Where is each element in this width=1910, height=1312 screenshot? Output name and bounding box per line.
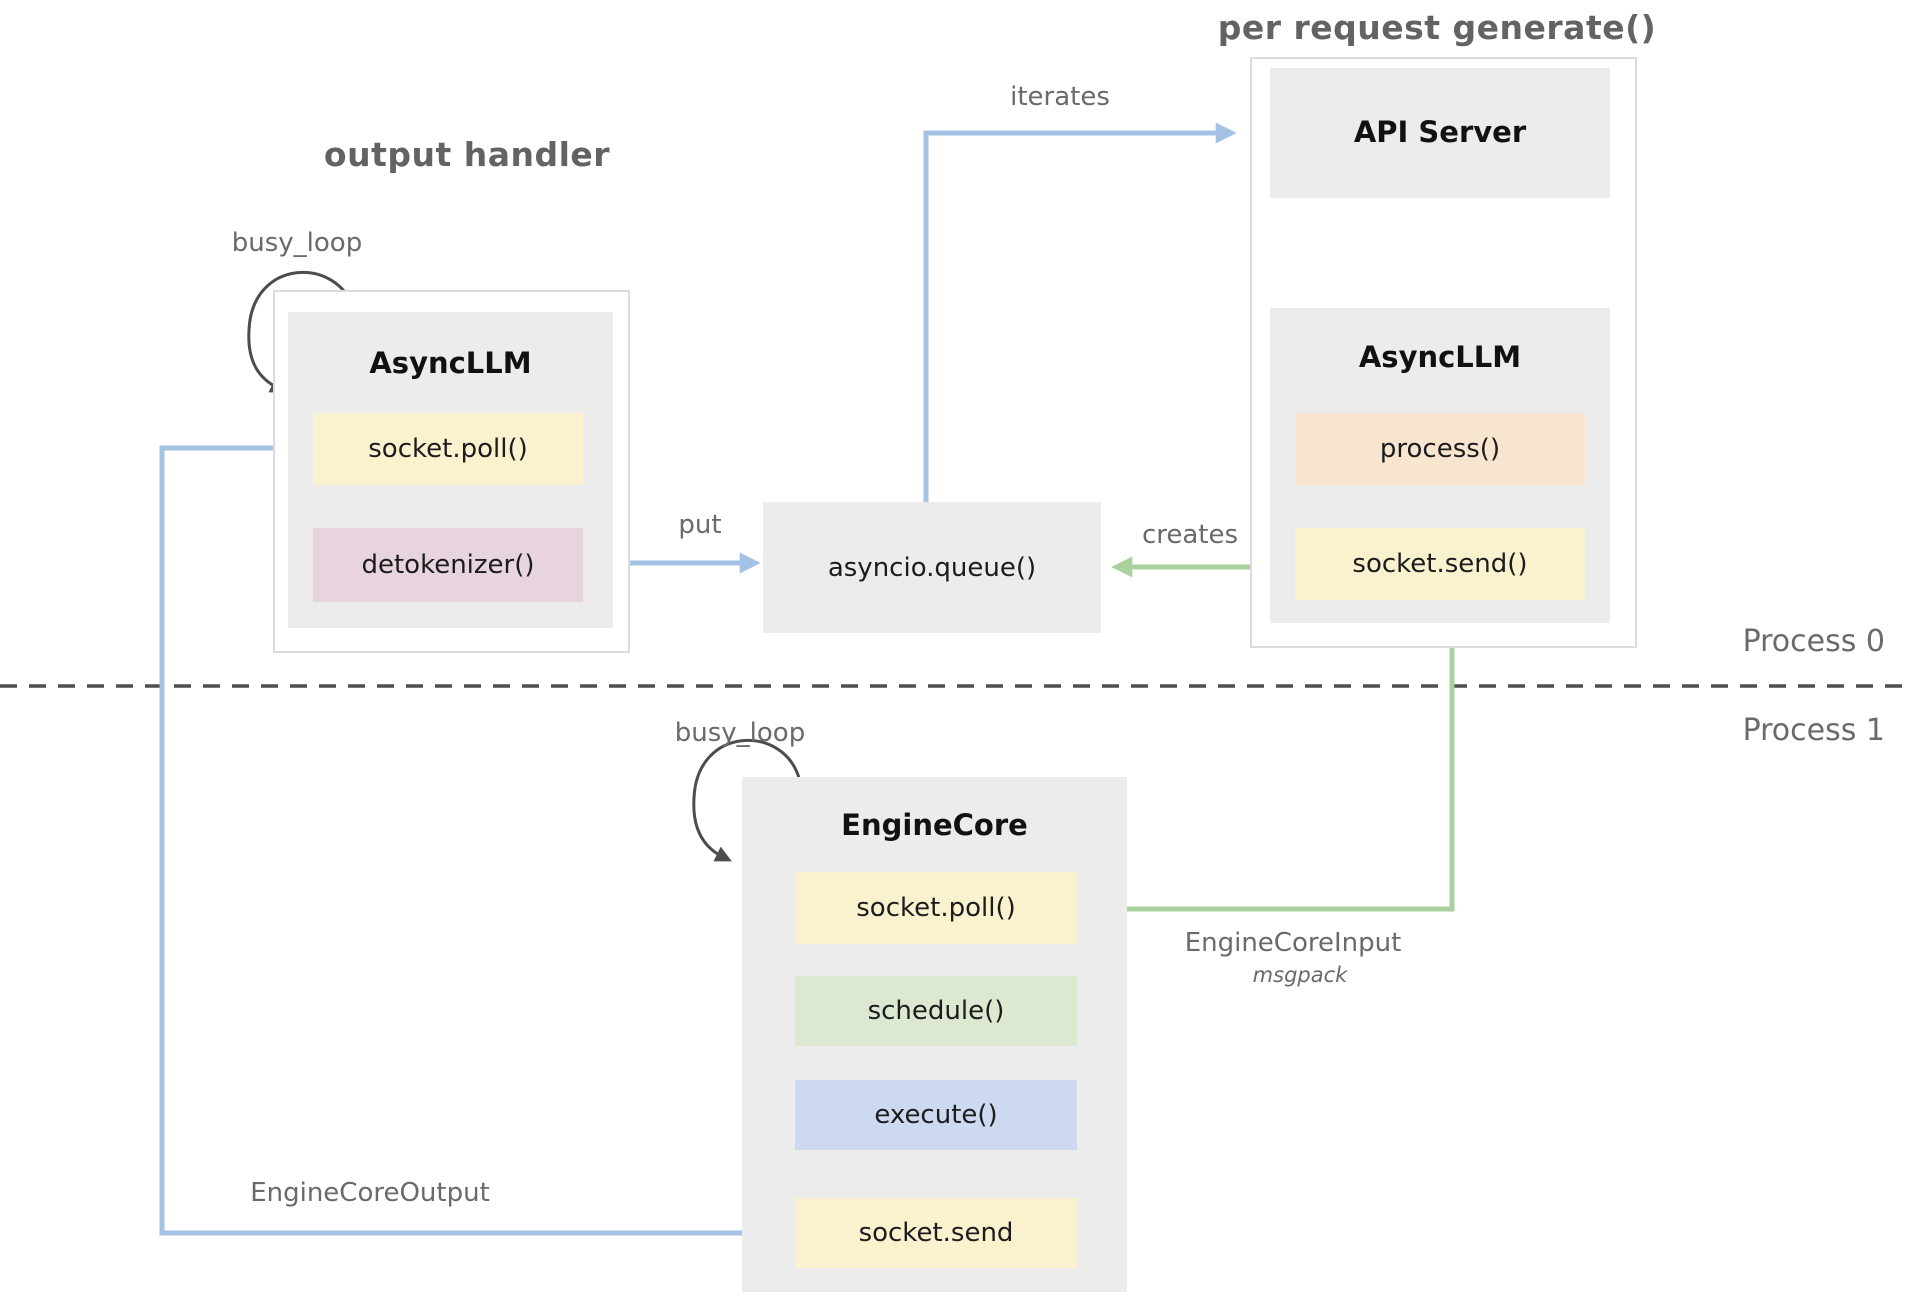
per-request-generate-title: per request generate() — [1217, 8, 1657, 47]
asyncllm-title-left: AsyncLLM — [369, 346, 532, 380]
api-server-box — [1270, 68, 1610, 198]
busy-loop-label-engine-core: busy_loop — [674, 718, 806, 748]
method-detokenizer: detokenizer() — [313, 528, 583, 602]
method-socket-send-engine: socket.send — [795, 1198, 1077, 1268]
iterates-arrow — [923, 122, 1237, 502]
busy-loop-label-output-handler: busy_loop — [231, 228, 363, 258]
method-socket-send-right-label: socket.send() — [1352, 549, 1528, 579]
process-0-label: Process 0 — [1742, 624, 1885, 659]
msgpack-label: msgpack — [1252, 963, 1348, 987]
method-schedule: schedule() — [795, 976, 1077, 1046]
method-detokenizer-label: detokenizer() — [361, 550, 535, 580]
method-socket-send-right: socket.send() — [1295, 528, 1585, 600]
engine-core-output-label: EngineCoreOutput — [250, 1178, 490, 1208]
method-socket-poll-engine-label: socket.poll() — [856, 893, 1016, 923]
asyncio-queue-label: asyncio.queue() — [827, 552, 1037, 583]
method-socket-send-engine-label: socket.send — [858, 1218, 1014, 1248]
method-process-label: process() — [1379, 434, 1501, 464]
iterates-label: iterates — [1010, 82, 1110, 112]
method-execute-label: execute() — [874, 1100, 998, 1130]
method-process: process() — [1295, 413, 1585, 485]
method-schedule-label: schedule() — [867, 996, 1005, 1026]
output-handler-title: output handler — [323, 135, 611, 174]
asyncllm-title-right: AsyncLLM — [1358, 340, 1522, 374]
engine-core-title: EngineCore — [841, 808, 1028, 842]
engine-core-input-label: EngineCoreInput — [1184, 928, 1402, 958]
asyncio-queue-box: asyncio.queue() — [763, 502, 1101, 633]
creates-label: creates — [1141, 520, 1239, 550]
method-execute: execute() — [795, 1080, 1077, 1150]
put-label: put — [678, 510, 722, 540]
method-socket-poll-left-label: socket.poll() — [368, 434, 528, 464]
api-server-title: API Server — [1353, 115, 1527, 149]
process-1-label: Process 1 — [1742, 713, 1885, 748]
method-socket-poll-engine: socket.poll() — [795, 872, 1077, 944]
method-socket-poll-left: socket.poll() — [313, 413, 583, 485]
